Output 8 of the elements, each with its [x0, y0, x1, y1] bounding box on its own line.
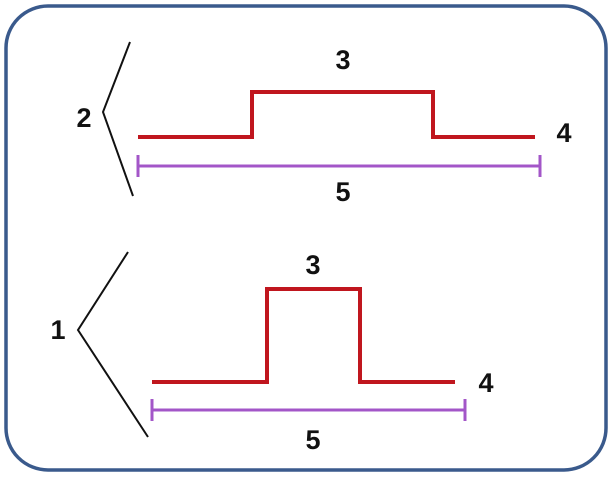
callout-number: 4: [556, 118, 572, 148]
callout-number: 5: [305, 425, 321, 455]
callout-number: 5: [335, 177, 351, 207]
callout-number: 3: [335, 45, 351, 75]
callout-number: 4: [478, 368, 494, 398]
callout-number: 2: [76, 103, 92, 133]
callout-number: 3: [305, 250, 321, 280]
callout-number: 1: [50, 315, 66, 345]
